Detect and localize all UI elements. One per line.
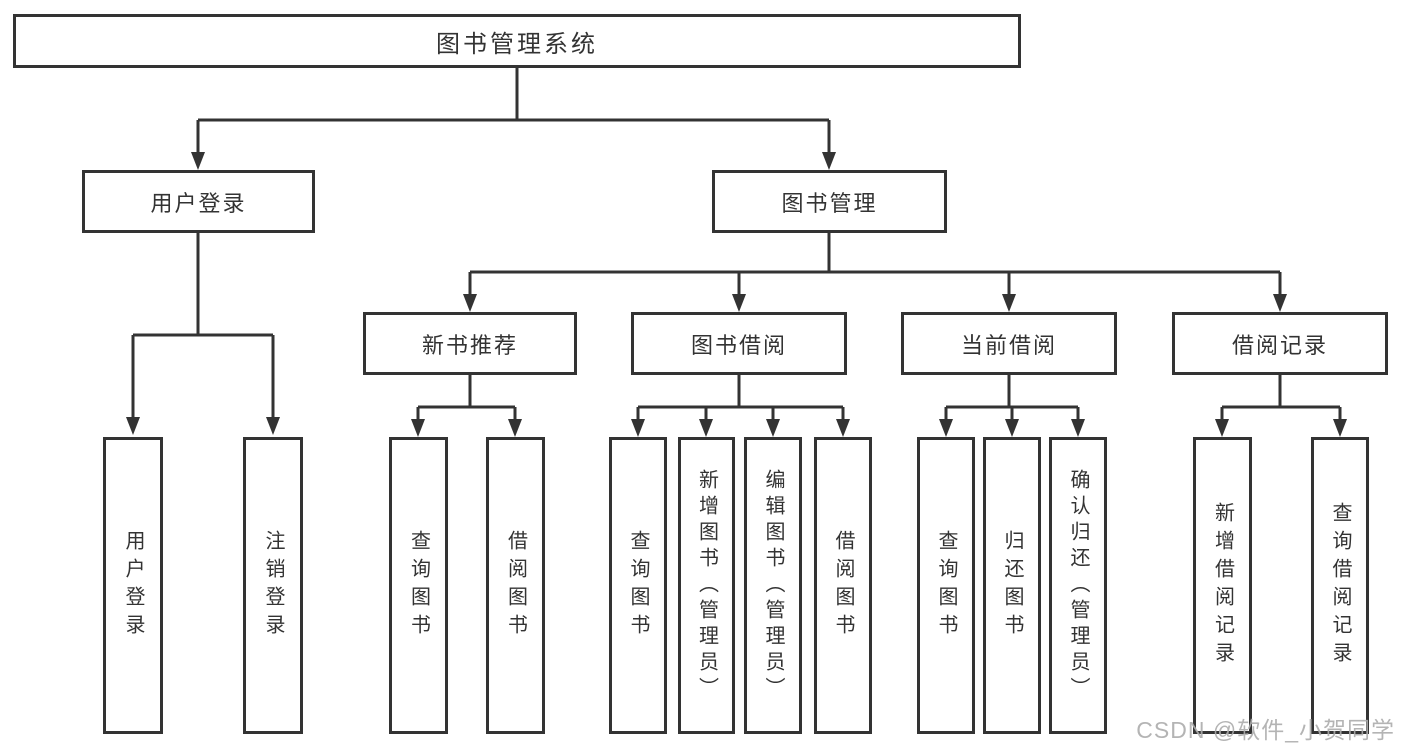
node-label: 新增借阅记录	[1211, 501, 1234, 670]
leaf-borrow-books: 借阅图书	[814, 437, 872, 734]
leaf-borrow-books: 借阅图书	[486, 437, 545, 734]
leaf-add-borrow-record: 新增借阅记录	[1193, 437, 1252, 734]
leaf-add-books-admin: 新增图书（管理员）	[678, 437, 735, 734]
node-book-borrowing: 图书借阅	[631, 312, 847, 375]
node-label: 新书推荐	[421, 332, 518, 358]
node-label: 新增图书（管理员）	[695, 468, 718, 703]
leaf-edit-books-admin: 编辑图书（管理员）	[744, 437, 802, 734]
leaf-search-books: 查询图书	[389, 437, 448, 734]
node-label: 借阅记录	[1231, 332, 1328, 358]
node-label: 确认归还（管理员）	[1067, 468, 1089, 703]
node-label: 图书借阅	[690, 332, 787, 358]
leaf-confirm-return-admin: 确认归还（管理员）	[1049, 437, 1107, 734]
leaf-search-books: 查询图书	[609, 437, 667, 734]
node-label: 当前借阅	[960, 332, 1057, 358]
node-borrow-records: 借阅记录	[1172, 312, 1388, 375]
node-new-book-recommend: 新书推荐	[363, 312, 577, 375]
leaf-logout: 注销登录	[243, 437, 303, 734]
csdn-watermark: CSDN @软件_小贺同学	[1136, 717, 1395, 743]
node-label: 归还图书	[1001, 529, 1023, 642]
leaf-user-login: 用户登录	[103, 437, 163, 734]
node-label: 编辑图书（管理员）	[762, 468, 784, 703]
node-label: 借阅图书	[832, 529, 854, 642]
node-book-management: 图书管理	[712, 170, 947, 233]
leaf-return-books: 归还图书	[983, 437, 1041, 734]
node-library-management-system: 图书管理系统	[13, 14, 1021, 68]
leaf-search-borrow-record: 查询借阅记录	[1311, 437, 1369, 734]
node-label: 注销登录	[262, 529, 284, 642]
node-label: 查询图书	[627, 529, 649, 642]
node-label: 查询借阅记录	[1329, 501, 1351, 670]
node-label: 图书管理系统	[436, 30, 598, 58]
node-label: 图书管理	[781, 190, 878, 216]
node-label: 查询图书	[935, 529, 957, 642]
leaf-search-books: 查询图书	[917, 437, 975, 734]
node-label: 借阅图书	[504, 529, 527, 642]
node-label: 查询图书	[407, 529, 430, 642]
node-label: 用户登录	[150, 190, 247, 216]
node-user-login: 用户登录	[82, 170, 315, 233]
node-current-borrowing: 当前借阅	[901, 312, 1117, 375]
node-label: 用户登录	[122, 529, 144, 642]
